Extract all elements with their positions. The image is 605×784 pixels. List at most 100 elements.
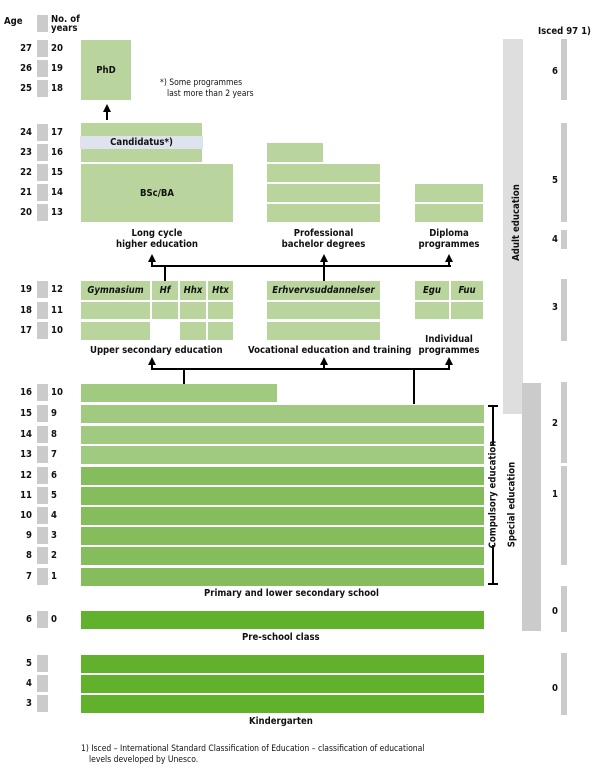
scale-block — [37, 40, 48, 57]
vocational-row-2 — [267, 302, 380, 319]
individual-line2: programmes — [418, 345, 480, 356]
diploma-row-2 — [415, 184, 483, 202]
diploma-row-1 — [415, 204, 483, 222]
age-value: 7 — [26, 571, 32, 582]
primary-row — [81, 527, 484, 545]
diploma-line1: Diploma — [429, 228, 469, 239]
scale-block — [37, 384, 48, 401]
professional-row-1 — [267, 204, 380, 222]
erhverv-box: Erhvervsuddannelser — [267, 281, 380, 300]
age-value: 18 — [20, 305, 32, 316]
note-line1: *) Some programmes — [160, 78, 243, 88]
compulsory-label: Compulsory education — [487, 440, 499, 548]
years-value: 19 — [51, 63, 63, 74]
fuu-box: Fuu — [451, 281, 483, 300]
scale-block — [37, 547, 48, 564]
long-cycle-label: Long cycle higher education — [81, 228, 233, 250]
connector-line-lower — [151, 368, 450, 370]
isced-header: Isced 97 1) — [538, 26, 591, 37]
bracket-line — [492, 405, 494, 445]
age-value: 22 — [20, 167, 32, 178]
connector-line — [448, 363, 450, 369]
primary-label: Primary and lower secondary school — [204, 588, 379, 599]
age-value: 11 — [20, 490, 32, 501]
age-value: 3 — [26, 698, 32, 709]
egu-row-2 — [415, 302, 449, 319]
kindergarten-label: Kindergarten — [249, 716, 313, 727]
age-value: 27 — [20, 43, 32, 54]
hhx-row-2 — [180, 302, 206, 319]
connector-line — [151, 260, 153, 266]
bsc-ba-box: BSc/BA — [81, 164, 233, 222]
age-value: 14 — [20, 429, 32, 440]
years-value: 16 — [51, 147, 63, 158]
adult-education-label: Adult education — [510, 183, 522, 261]
long-cycle-line1: Long cycle — [131, 228, 183, 239]
scale-block — [37, 426, 48, 443]
scale-block — [37, 302, 48, 319]
years-value: 0 — [51, 614, 57, 625]
special-education-bar — [522, 383, 541, 631]
primary-row — [81, 384, 277, 402]
primary-row — [81, 507, 484, 525]
primary-row — [81, 467, 484, 485]
connector-line — [164, 266, 166, 282]
isced-level: 0 — [552, 683, 558, 694]
connector-line — [323, 363, 325, 369]
isced-level: 3 — [552, 302, 558, 313]
kindergarten-row-2 — [81, 675, 484, 693]
vocational-label: Vocational education and training — [248, 345, 412, 356]
connector-line — [151, 363, 153, 369]
scale-block — [37, 80, 48, 97]
age-value: 20 — [20, 207, 32, 218]
arrow-up-icon — [103, 104, 111, 112]
years-value: 10 — [51, 387, 63, 398]
primary-row — [81, 405, 484, 423]
header-scale-block — [37, 15, 48, 32]
years-value: 3 — [51, 530, 57, 541]
htx-row-3 — [208, 322, 233, 340]
connector-line-upper — [151, 265, 451, 267]
professional-label: Professional bachelor degrees — [267, 228, 380, 250]
scale-block — [37, 60, 48, 77]
age-value: 25 — [20, 83, 32, 94]
age-value: 5 — [26, 658, 32, 669]
scale-block — [37, 507, 48, 524]
bracket-bottom — [488, 583, 498, 585]
gymnasium-label: Gymnasium — [87, 285, 144, 296]
long-cycle-line2: higher education — [115, 239, 198, 250]
fuu-label: Fuu — [458, 285, 476, 296]
years-value: 15 — [51, 167, 63, 178]
special-education-label: Special education — [506, 461, 518, 547]
years-value: 7 — [51, 449, 57, 460]
primary-row — [81, 487, 484, 505]
htx-row-2 — [208, 302, 233, 319]
arrow-up-icon — [445, 357, 453, 365]
special-wrap: Special education — [462, 461, 562, 547]
years-header: No. of years — [51, 14, 80, 34]
years-value: 12 — [51, 284, 63, 295]
gymnasium-box: Gymnasium — [81, 281, 150, 300]
adult-wrap: Adult education — [471, 184, 561, 261]
age-value: 6 — [26, 614, 32, 625]
vocational-row-3 — [267, 322, 380, 340]
isced-level: 4 — [552, 234, 558, 245]
scale-block — [37, 655, 48, 672]
hf-box: Hf — [152, 281, 178, 300]
isced-level: 1 — [552, 489, 558, 500]
phd-label: PhD — [96, 64, 116, 76]
candidatus-band: Candidatus*) — [80, 136, 203, 149]
years-value: 2 — [51, 550, 57, 561]
individual-line1: Individual — [425, 334, 473, 345]
years-value: 8 — [51, 429, 57, 440]
isced-level: 6 — [552, 66, 558, 77]
years-value: 5 — [51, 490, 57, 501]
years-value: 9 — [51, 408, 57, 419]
hhx-label: Hhx — [183, 285, 203, 296]
scale-block — [37, 446, 48, 463]
years-value: 11 — [51, 305, 63, 316]
isced-bar-0a — [561, 586, 567, 632]
scale-block — [37, 322, 48, 339]
candidatus-label: Candidatus*) — [110, 137, 173, 148]
isced-level: 0 — [552, 606, 558, 617]
